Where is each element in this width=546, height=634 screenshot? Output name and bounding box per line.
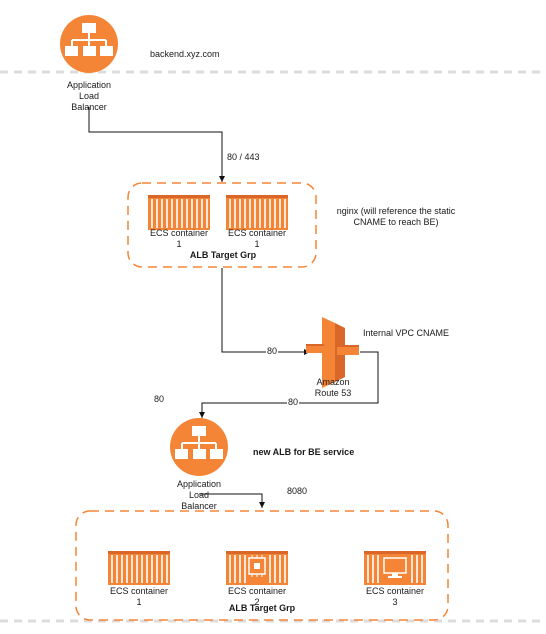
alb-bottom-label-2: Load — [188, 490, 210, 500]
nginx-note-2: CNAME to reach BE) — [353, 217, 439, 227]
edge-label-80-443: 80 / 443 — [227, 152, 260, 162]
nginx-note-1: nginx (will reference the static — [336, 206, 456, 216]
ecs-container-icon — [108, 551, 170, 585]
tg2-container-3-index: 3 — [392, 597, 398, 607]
alb-bottom-label-1: Application — [176, 479, 222, 489]
vpc-cname-label: Internal VPC CNAME — [363, 328, 450, 338]
ecs-container-icon — [226, 195, 288, 230]
edge-alb2-to-tg2 — [199, 493, 265, 508]
tg1-label: ALB Target Grp — [189, 250, 257, 260]
route53-label-2: Route 53 — [314, 388, 352, 398]
edge-label-80-c: 80 — [287, 397, 300, 408]
edge-label-80-b: 80 — [154, 394, 165, 404]
load-balancer-icon — [170, 418, 228, 476]
edge-tg1-to-route53 — [221, 268, 310, 355]
route53-icon — [306, 317, 359, 388]
target-group-1-box — [127, 182, 317, 268]
ecs-container-monitor-icon — [364, 551, 426, 585]
tg2-container-3-label: ECS container — [365, 586, 425, 596]
tg2-label: ALB Target Grp — [228, 603, 296, 613]
target-group-2-box — [75, 510, 449, 621]
load-balancer-icon — [60, 15, 118, 73]
ecs-container-icon — [148, 195, 210, 230]
alb-top-label-2: Load — [78, 91, 100, 101]
edge-label-80-a: 80 — [266, 346, 279, 357]
route53-label-1: Amazon — [316, 377, 350, 387]
edge-label-8080: 8080 — [287, 486, 308, 496]
edge-alb-to-tg1 — [88, 107, 225, 182]
tg1-container-2-index: 1 — [254, 239, 260, 249]
alb-top-label-3: Balancer — [71, 102, 107, 112]
edge-route53-to-alb2 — [199, 351, 379, 418]
domain-label: backend.xyz.com — [150, 49, 220, 59]
alb-top-label-1: Application — [66, 80, 112, 90]
tg2-container-2-label: ECS container — [227, 586, 287, 596]
tg1-container-1-label: ECS container — [149, 228, 209, 238]
ecs-container-chip-icon — [226, 551, 288, 585]
alb-bottom-label-3: Balancer — [181, 501, 217, 511]
tg2-container-1-index: 1 — [136, 597, 142, 607]
tg1-container-1-index: 1 — [176, 239, 182, 249]
tg1-container-2-label: ECS container — [227, 228, 287, 238]
alb-bottom-note: new ALB for BE service — [253, 447, 355, 457]
tg2-container-2-index: 2 — [254, 597, 260, 607]
tg2-container-1-label: ECS container — [109, 586, 169, 596]
